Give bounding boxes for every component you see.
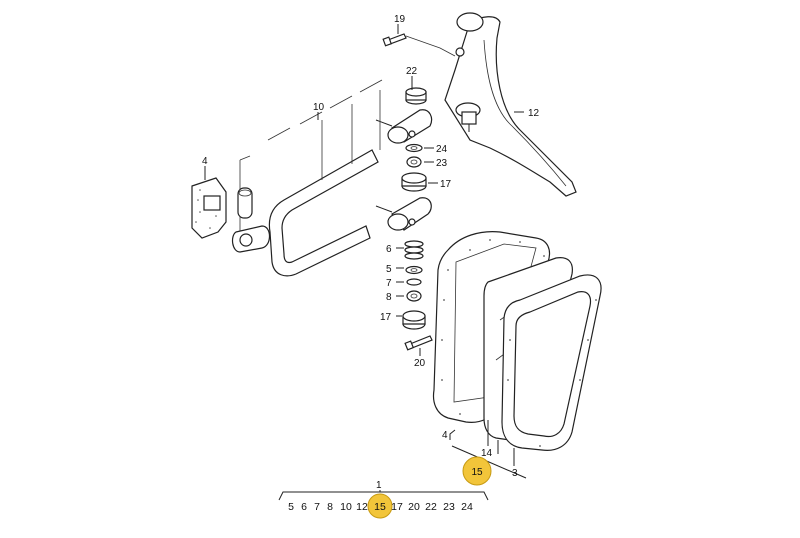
bolt-19 <box>382 28 456 57</box>
sequence-part-6: 6 <box>301 501 307 513</box>
nut-23 <box>406 156 422 168</box>
callout-22: 22 <box>406 66 418 77</box>
sequence-part-8: 8 <box>327 501 333 513</box>
sequence-part-15[interactable]: 15 <box>374 501 386 513</box>
callout-19: 19 <box>394 14 406 25</box>
callout-15[interactable]: 15 <box>471 467 483 478</box>
sequence-part-17: 17 <box>391 501 403 513</box>
sequence-part-5: 5 <box>288 501 294 513</box>
callout-15-highlight[interactable]: 15 <box>462 456 492 486</box>
callout-4-lower: 4 <box>442 430 448 441</box>
sequence-part-22: 22 <box>425 501 437 513</box>
clamp-ring-17-upper <box>401 172 427 192</box>
washer-24 <box>405 143 423 153</box>
washer-5 <box>405 265 423 275</box>
clamp-piece <box>231 225 271 253</box>
washer-7 <box>406 278 422 286</box>
callout-24: 24 <box>436 144 448 155</box>
callout-4-upper: 4 <box>202 156 208 167</box>
callout-17-upper: 17 <box>440 179 452 190</box>
sequence-highlight-badge[interactable] <box>367 493 393 519</box>
callout-20: 20 <box>414 358 426 369</box>
callout-23: 23 <box>436 158 448 169</box>
mirror-frame-3 <box>501 274 602 451</box>
assembly-bracket: 1 <box>278 480 489 501</box>
callout-12: 12 <box>528 108 540 119</box>
rubber-sleeve <box>237 187 253 219</box>
callout-8: 8 <box>386 292 392 303</box>
nut-8 <box>406 290 422 302</box>
sequence-part-23: 23 <box>443 501 455 513</box>
mirror-cap-4 <box>191 177 227 239</box>
bushing-22 <box>405 87 427 105</box>
clamp-ring-17-lower <box>402 310 426 330</box>
callout-3: 3 <box>512 468 518 479</box>
sequence-part-24: 24 <box>461 501 473 513</box>
callout-10: 10 <box>313 102 325 113</box>
mirror-arm-bracket <box>444 12 577 197</box>
sequence-part-12: 12 <box>356 501 368 513</box>
callouts: 19 22 10 12 4 24 23 17 6 5 7 8 17 20 4 1… <box>202 14 540 479</box>
callout-14: 14 <box>481 448 493 459</box>
callout-5: 5 <box>386 264 392 275</box>
spring-6 <box>404 240 424 260</box>
callout-6: 6 <box>386 244 392 255</box>
highlight-badge[interactable] <box>462 456 492 486</box>
callout-7: 7 <box>386 278 392 289</box>
sequence-part-10: 10 <box>340 501 352 513</box>
arm-joint-lower <box>375 197 432 231</box>
screw-20 <box>404 335 433 351</box>
callout-1: 1 <box>376 480 382 491</box>
arm-joint-upper <box>375 109 433 144</box>
leader-lines <box>204 24 527 479</box>
sequence-part-7: 7 <box>314 501 320 513</box>
callout-17-lower: 17 <box>380 312 392 323</box>
sequence-part-20: 20 <box>408 501 420 513</box>
